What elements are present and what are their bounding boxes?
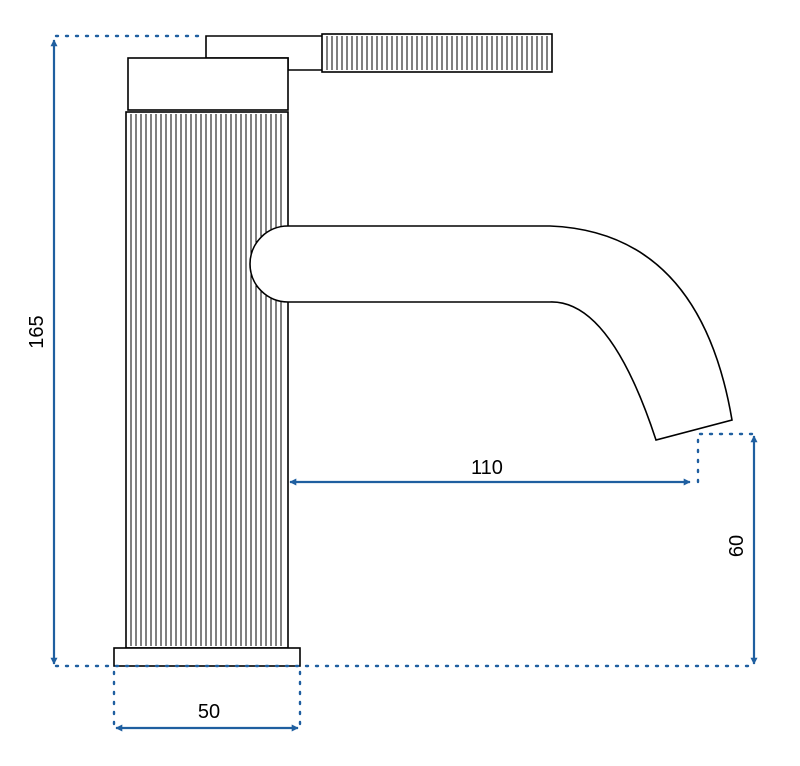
dimension-spout-reach: 110 bbox=[289, 457, 691, 486]
lever-grip-flutes bbox=[326, 36, 548, 70]
faucet-base bbox=[113, 647, 301, 667]
faucet-cap bbox=[127, 57, 289, 111]
dimension-spout-height: 60 bbox=[726, 435, 758, 665]
faucet-body bbox=[125, 111, 289, 649]
dimension-overall-height: 165 bbox=[26, 39, 58, 665]
body-flutes bbox=[130, 114, 282, 646]
extension-lines bbox=[54, 34, 758, 726]
base-width-label: 50 bbox=[198, 701, 220, 723]
lever-handle bbox=[205, 33, 553, 73]
dimension-base-width: 50 bbox=[115, 701, 299, 732]
body-outline bbox=[125, 111, 289, 649]
faucet bbox=[113, 33, 733, 667]
spout-reach-label: 110 bbox=[471, 457, 503, 479]
spout bbox=[249, 225, 733, 441]
spout-height-label: 60 bbox=[726, 535, 748, 557]
overall-height-label: 165 bbox=[26, 315, 48, 348]
